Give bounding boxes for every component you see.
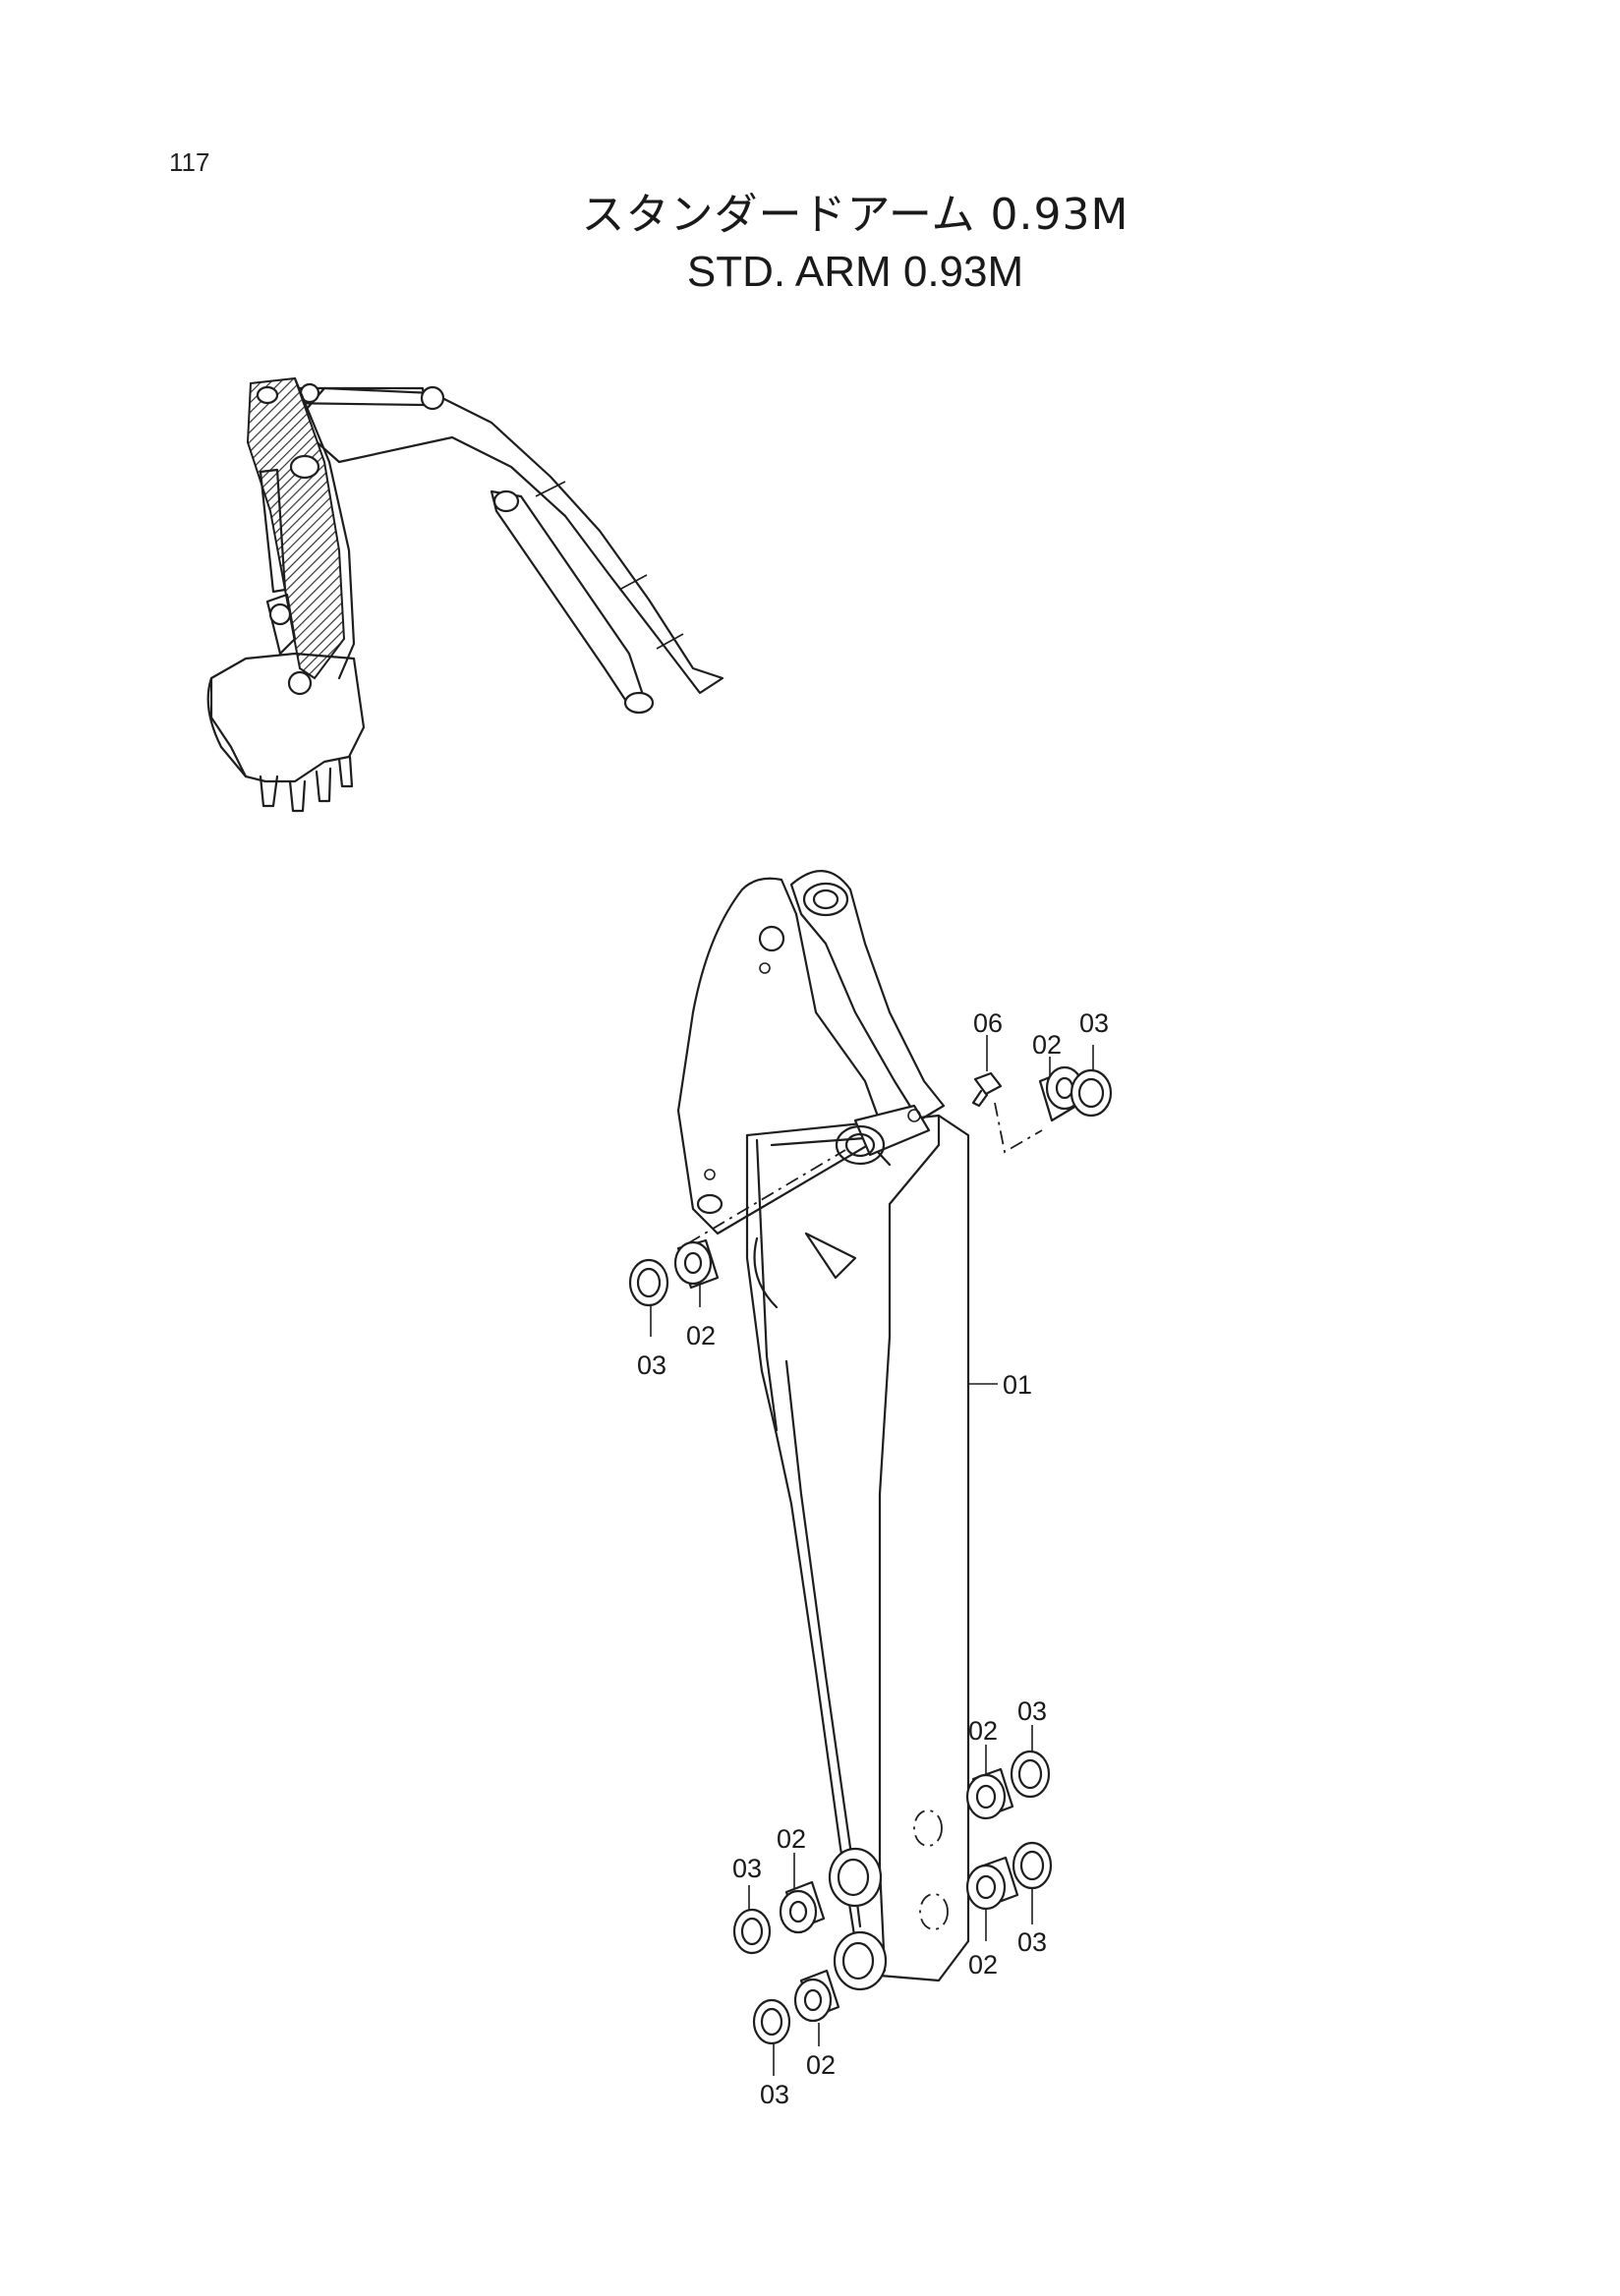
bushing-02-upper-left — [673, 1238, 720, 1290]
arm-boom-pin-boss — [789, 870, 946, 1122]
seal-03-lower-left-a — [732, 1908, 772, 1955]
arm-lower-boss-upper — [828, 1847, 883, 1908]
seal-03-upper-right — [1070, 1068, 1113, 1118]
arm-upper-bracket — [676, 877, 887, 1235]
seal-03-lower-right-b — [1012, 1841, 1053, 1890]
overview-attachment-illustration — [206, 376, 724, 813]
seal-03-lower-left-b — [752, 1998, 791, 2045]
callout-02-upper-left: 02 — [686, 1321, 716, 1350]
boom-outline — [293, 386, 724, 695]
arm-lower-boss-lower — [833, 1930, 888, 1991]
title-block: スタンダードアーム 0.93M STD. ARM 0.93M — [550, 187, 1160, 301]
seal-03-upper-left — [628, 1258, 669, 1307]
title-japanese: スタンダードアーム 0.93M — [581, 190, 1129, 240]
seal-03-lower-right-a — [1010, 1750, 1051, 1799]
callout-03-lower-left-a: 03 — [732, 1854, 762, 1883]
bushing-02-lower-right-b — [965, 1856, 1019, 1911]
bushing-02-lower-right-a — [965, 1767, 1014, 1820]
arm-highlighted — [246, 376, 346, 680]
bushings-and-seals — [628, 1065, 1113, 2045]
callout-03-lower-left-b: 03 — [760, 2080, 789, 2109]
callout-02-upper-right: 02 — [1032, 1030, 1062, 1060]
callout-03-upper-right: 03 — [1079, 1008, 1109, 1038]
page-number: 117 — [169, 147, 210, 177]
callout-01: 01 — [1003, 1370, 1032, 1400]
grease-fitting-06 — [973, 1071, 1003, 1096]
callout-02-lower-right-b: 02 — [968, 1950, 998, 1980]
callout-03-upper-left: 03 — [637, 1350, 666, 1380]
callout-02-lower-left-a: 02 — [777, 1824, 806, 1854]
callout-03-lower-right-b: 03 — [1017, 1927, 1047, 1957]
bushing-02-lower-left-b — [793, 1969, 840, 2023]
bucket-cylinder — [259, 468, 287, 594]
bushing-02-lower-left-a — [779, 1880, 826, 1934]
callout-03-lower-right-a: 03 — [1017, 1696, 1047, 1726]
callout-02-lower-left-b: 02 — [806, 2050, 836, 2080]
title-english: STD. ARM 0.93M — [686, 248, 1024, 296]
leader-lines — [650, 1035, 1094, 2076]
callout-labels: 01 06 02 03 02 03 02 03 02 03 02 03 02 0… — [637, 1008, 1109, 2109]
arm-assembly-01 — [676, 870, 1043, 1991]
boom-cylinder — [490, 489, 646, 708]
callout-06: 06 — [973, 1008, 1003, 1038]
bucket — [209, 652, 366, 783]
callout-02-lower-right-a: 02 — [968, 1716, 998, 1746]
